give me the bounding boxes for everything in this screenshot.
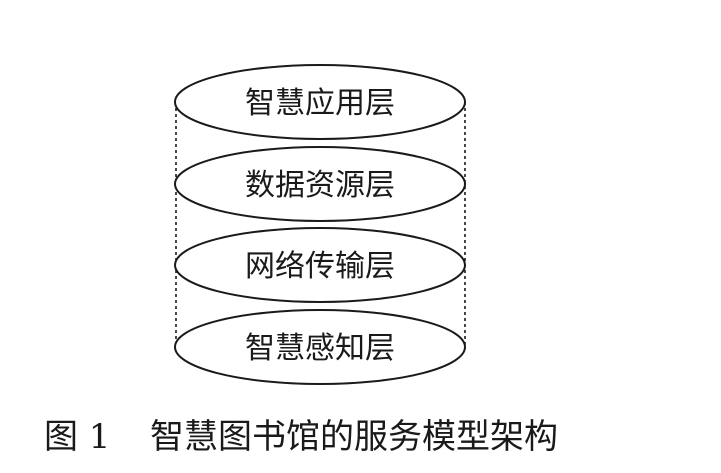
layer-ellipse [174, 64, 466, 140]
layer-network-transmission: 网络传输层 [174, 227, 466, 303]
layer-ellipse [174, 146, 466, 222]
layer-ellipse [174, 309, 466, 385]
layer-smart-application: 智慧应用层 [174, 64, 466, 140]
figure-caption: 智慧图书馆的服务模型架构 [150, 417, 558, 457]
layer-smart-perception: 智慧感知层 [174, 309, 466, 385]
layer-label: 数据资源层 [245, 168, 395, 203]
layer-data-resource: 数据资源层 [174, 146, 466, 222]
layer-label: 网络传输层 [245, 249, 395, 284]
figure-number: 图 1 [44, 417, 110, 457]
layer-label: 智慧应用层 [245, 86, 395, 121]
layer-ellipse [174, 227, 466, 303]
layer-label: 智慧感知层 [245, 331, 395, 366]
